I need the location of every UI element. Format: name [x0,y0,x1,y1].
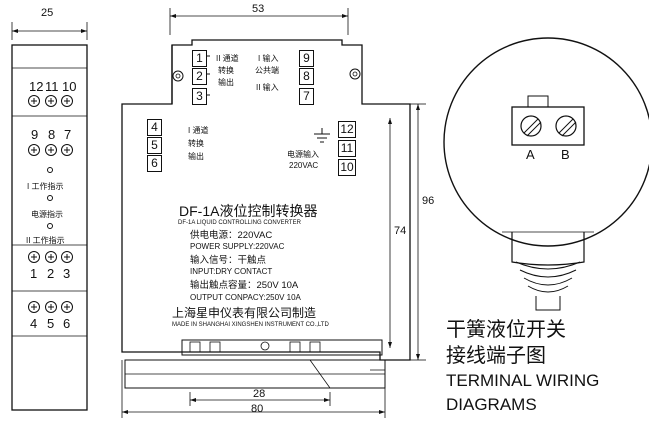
sensor-terminal-b: B [561,147,570,162]
spec-line: 输入信号：干触点 [190,255,267,266]
input-label: II 输入 [256,83,279,92]
terminal-label: 4 [30,316,38,331]
front-view-module [121,8,426,418]
ch2-label: 输出 [218,78,234,87]
maker-cn: 上海星申仪表有限公司制造 [172,306,317,320]
spec-line: 供电电源：220VAC [190,230,273,241]
ch2-label: II 通道 [216,54,239,63]
terminal-box: 11 [338,140,356,157]
terminal-box: 6 [147,155,162,172]
top-width-dimension: 53 [252,3,265,15]
terminal-box: 9 [299,50,314,67]
ch1-label: 转换 [188,139,204,148]
terminal-box: 2 [192,68,207,85]
terminal-box: 12 [338,121,356,138]
spec-line: INPUT:DRY CONTACT [190,267,273,276]
height-dimension-74: 74 [394,225,407,237]
caption-en-line1: TERMINAL WIRING [446,371,600,390]
indicator-label: II 工作指示 [26,236,65,245]
side-width-dimension: 25 [41,7,54,19]
model-title: DF-1A液位控制转换器 [179,203,318,219]
spec-line: 输出触点容量：250V 10A [190,280,299,291]
bottom-dimension-28: 28 [253,388,266,400]
ch1-label: 输出 [188,152,204,161]
terminal-box: 7 [299,88,314,105]
terminal-box: 5 [147,137,162,154]
terminal-box: 3 [192,88,207,105]
terminal-label: 12 [29,79,44,94]
indicator-label: I 工作指示 [27,182,64,191]
indicator-label: 电源指示 [31,210,63,219]
terminal-box: 10 [338,159,356,176]
sensor-housing [443,37,649,311]
caption-cn-line1: 干簧液位开关 [446,319,566,341]
side-view-module [11,22,88,411]
terminal-label: 9 [31,127,39,142]
caption-cn-line2: 接线端子图 [446,345,546,367]
terminal-label: 2 [47,266,55,281]
input-label: I 输入 [258,54,279,63]
terminal-label: 11 [45,79,59,94]
terminal-label: 5 [47,316,55,331]
terminal-box: 1 [192,50,207,67]
spec-line: OUTPUT CONPACY:250V 10A [190,293,301,302]
spec-line: POWER SUPPLY:220VAC [190,242,285,251]
height-dimension-96: 96 [422,195,435,207]
bottom-dimension-80: 80 [251,403,264,415]
terminal-label: 10 [62,79,77,94]
terminal-label: 3 [63,266,71,281]
terminal-label: 7 [64,127,72,142]
terminal-box: 4 [147,119,162,136]
terminal-box: 8 [299,68,314,85]
ch2-label: 转换 [218,66,234,75]
terminal-label: 6 [63,316,71,331]
ch1-label: I 通道 [188,126,209,135]
power-input-voltage: 220VAC [289,161,319,170]
maker-en: MADE IN SHANGHAI XINGSHEN INSTRUMENT CO.… [172,322,329,328]
input-label: 公共端 [255,66,279,75]
sensor-terminal-a: A [526,147,535,162]
power-input-label: 电源输入 [287,150,319,159]
terminal-label: 8 [48,127,56,142]
model-subtitle: DF-1A LIQUID CONTROLLING CONVERTER [178,220,301,226]
terminal-label: 1 [30,266,38,281]
caption-en-line2: DIAGRAMS [446,395,537,414]
